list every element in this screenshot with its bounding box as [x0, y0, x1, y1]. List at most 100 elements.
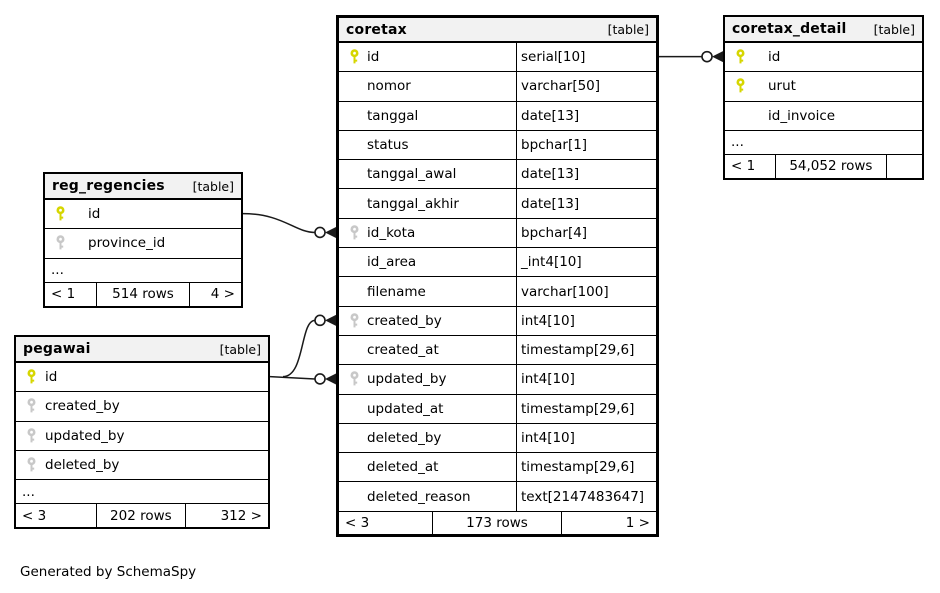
ellipsis-row: ...	[725, 131, 922, 155]
crow-foot-circle-icon	[314, 373, 326, 385]
column-name: deleted_at	[367, 459, 439, 476]
column-name-cell: filename	[339, 277, 516, 305]
foreign-key-icon	[54, 235, 66, 251]
column-row-deleted_reason: deleted_reason text[2147483647]	[339, 482, 656, 512]
ellipsis-text: ...	[22, 483, 35, 500]
column-name-cell: tanggal_awal	[339, 160, 516, 188]
footer-center: 54,052 rows	[776, 154, 887, 178]
column-name-cell: updated_by	[16, 422, 268, 450]
column-row-deleted_by: deleted_by int4[10]	[339, 423, 656, 454]
generated-by-note: Generated by SchemaSpy	[20, 564, 197, 580]
column-type-cell: date[13]	[516, 160, 656, 189]
column-type-cell: int4[10]	[516, 365, 656, 394]
column-row-urut: urut	[725, 72, 922, 102]
column-name: deleted_by	[367, 430, 442, 446]
footer-right: 312 >	[220, 507, 262, 524]
column-name: updated_by	[45, 427, 125, 444]
column-type-cell: date[13]	[516, 101, 656, 130]
column-name-cell: id_kota	[339, 219, 516, 247]
ellipsis-text: ...	[731, 134, 744, 151]
column-name-cell: updated_at	[339, 395, 516, 423]
column-name: id_invoice	[768, 107, 836, 124]
foreign-key-glyph	[55, 235, 65, 250]
column-type-cell: serial[10]	[516, 43, 656, 72]
column-type-cell: varchar[100]	[516, 277, 656, 306]
foreign-key-glyph	[349, 371, 359, 386]
column-name-cell: id	[725, 43, 922, 71]
foreign-key-icon	[348, 225, 360, 241]
column-row-filename: filename varchar[100]	[339, 277, 656, 307]
relationship-line-reg_regencies-coretax-id_kota	[242, 212, 316, 234]
column-type-cell: timestamp[29,6]	[516, 335, 656, 365]
relationship-line-pegawai-coretax-created_by	[282, 319, 316, 378]
column-name: id	[88, 206, 101, 223]
column-name: deleted_reason	[367, 488, 471, 505]
primary-key-glyph	[735, 78, 745, 93]
column-name-cell: status	[339, 131, 516, 159]
column-name: id	[45, 369, 58, 386]
foreign-key-glyph	[26, 457, 36, 472]
footer-right	[887, 155, 922, 178]
table-name[interactable]: coretax_detail	[732, 21, 847, 37]
primary-key-icon	[25, 369, 37, 385]
primary-key-icon	[54, 206, 66, 222]
column-name: id	[768, 49, 781, 66]
footer-right: 1 >	[625, 514, 650, 531]
column-type-cell: text[2147483647]	[516, 482, 656, 511]
arrowhead-icon	[325, 373, 336, 385]
arrowhead-icon	[325, 226, 336, 238]
table-header-coretax[interactable]: coretax [table]	[339, 18, 656, 43]
column-row-id_invoice: id_invoice	[725, 102, 922, 131]
column-type-cell: timestamp[29,6]	[516, 394, 656, 423]
column-name: urut	[768, 78, 796, 95]
table-name[interactable]: coretax	[346, 21, 407, 38]
column-name: tanggal_awal	[367, 166, 457, 183]
column-name: tanggal	[367, 107, 419, 124]
table-type-tag: [table]	[873, 21, 915, 37]
column-name: created_at	[367, 342, 439, 359]
column-row-updated_by: updated_by	[16, 422, 268, 451]
column-name: filename	[367, 283, 426, 300]
column-type-cell: int4[10]	[516, 423, 656, 453]
column-row-created_at: created_at timestamp[29,6]	[339, 335, 656, 366]
column-type-cell: _int4[10]	[516, 248, 656, 277]
foreign-key-icon	[25, 457, 37, 473]
column-name: status	[367, 137, 409, 154]
column-name-cell: province_id	[45, 229, 241, 257]
column-name: deleted_by	[45, 457, 120, 474]
footer-center: 514 rows	[97, 282, 191, 306]
column-row-created_by: created_by	[16, 392, 268, 422]
foreign-key-icon	[25, 427, 37, 444]
column-type-cell: bpchar[4]	[516, 218, 656, 248]
table-type-tag: [table]	[607, 22, 649, 37]
foreign-key-glyph	[349, 313, 359, 328]
crow-foot-circle-icon	[314, 314, 326, 327]
column-row-tanggal_awal: tanggal_awal date[13]	[339, 160, 656, 190]
primary-key-glyph	[349, 49, 359, 64]
column-type-cell: varchar[50]	[516, 72, 656, 101]
table-type-tag: [table]	[219, 341, 261, 357]
primary-key-icon	[734, 78, 746, 94]
table-header-pegawai[interactable]: pegawai [table]	[16, 337, 268, 363]
column-type-cell: timestamp[29,6]	[516, 453, 656, 482]
arrowhead-icon	[712, 51, 723, 63]
table-header-coretax_detail[interactable]: coretax_detail [table]	[725, 17, 922, 43]
column-row-province_id: province_id	[45, 229, 241, 259]
table-name[interactable]: reg_regencies	[52, 178, 165, 194]
column-row-id: id	[45, 200, 241, 230]
column-name-cell: created_by	[339, 307, 516, 335]
column-type-cell: int4[10]	[516, 306, 656, 335]
table-name[interactable]: pegawai	[23, 341, 91, 357]
table-header-reg_regencies[interactable]: reg_regencies[table]	[45, 174, 241, 200]
column-name-cell: deleted_by	[16, 451, 268, 479]
